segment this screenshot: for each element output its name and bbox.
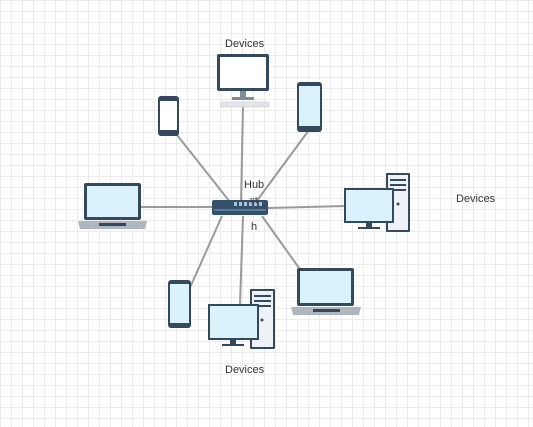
connector-line <box>267 205 347 209</box>
devices-label-bottom: Devices <box>225 364 265 376</box>
devices-label-top: Devices <box>225 38 265 50</box>
connector-line <box>261 215 305 276</box>
connector-lines <box>140 105 347 311</box>
smartphone-icon[interactable] <box>158 96 179 136</box>
desktop-computer-icon[interactable] <box>344 173 410 232</box>
devices-label-right: Devices <box>456 193 496 205</box>
connector-line <box>239 215 244 306</box>
connector-line <box>176 134 231 203</box>
hub-label-fragment: h <box>251 221 258 233</box>
laptop-icon[interactable] <box>78 183 147 229</box>
connector-line <box>255 129 310 203</box>
desktop-monitor-icon[interactable] <box>217 54 270 108</box>
hub-label: Hub <box>244 179 265 191</box>
desktop-computer-icon[interactable] <box>208 289 275 349</box>
network-hub-icon[interactable] <box>212 200 268 215</box>
hub-label-fragment: nt <box>250 195 258 205</box>
laptop-icon[interactable] <box>291 268 361 315</box>
tablet-icon[interactable] <box>297 82 322 132</box>
connector-line <box>240 105 244 206</box>
smartphone-icon[interactable] <box>168 280 191 328</box>
